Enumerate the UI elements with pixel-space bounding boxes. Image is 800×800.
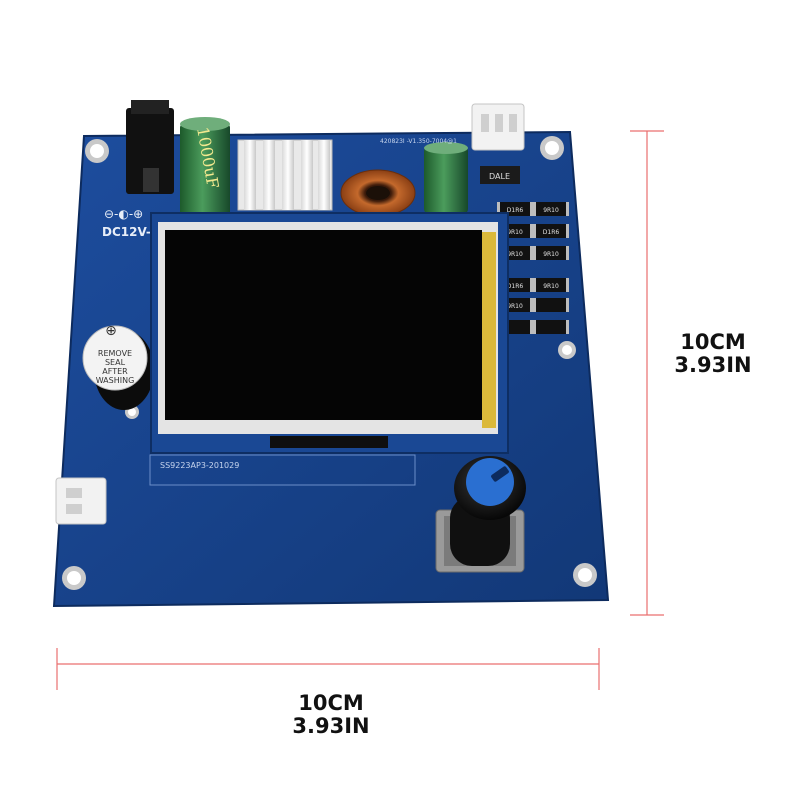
buzzer-sticker-line-4: WASHING: [96, 376, 135, 385]
inductor-label: DALE: [489, 172, 510, 181]
height-dimension-line: [630, 130, 664, 616]
dc-power-jack: [126, 100, 174, 194]
height-imperial: 3.93IN: [674, 353, 752, 377]
smd-resistor: [536, 278, 566, 292]
power-inductor: DALE: [480, 166, 520, 184]
smd-resistor: [536, 320, 566, 334]
height-dimension-label: 10CM 3.93IN: [658, 331, 768, 377]
rotary-encoder: [435, 456, 526, 573]
smd-resistor: [536, 298, 566, 312]
smd-resistor-label: 9R10: [543, 251, 559, 258]
width-dimension-label: 10CM 3.93IN: [276, 692, 386, 738]
width-dimension-line: [56, 648, 600, 690]
top-connector: [471, 103, 525, 151]
pcb-silkscreen-outline: [149, 454, 416, 486]
smd-resistor: [536, 246, 566, 260]
width-metric: 10CM: [298, 691, 364, 715]
knob-cap: [466, 458, 514, 506]
buzzer-sticker-line-2: SEAL: [105, 358, 126, 367]
buzzer-sticker-line-1: REMOVE: [98, 349, 132, 358]
smd-resistor: [536, 202, 566, 216]
smd-resistor-label: 9R10: [507, 229, 523, 236]
buzzer-sticker-line-3: AFTER: [102, 367, 128, 376]
toroid-inductor: [340, 169, 416, 217]
smd-resistor-label: D1R6: [507, 283, 524, 290]
width-imperial: 3.93IN: [292, 714, 370, 738]
height-metric: 10CM: [680, 330, 746, 354]
smd-resistor-label: D1R6: [507, 207, 524, 214]
small-capacitor: [424, 142, 468, 214]
lcd-module: [150, 212, 509, 454]
smd-resistor-label: D1R6: [543, 229, 560, 236]
side-connector: [55, 477, 107, 525]
heat-sink: [237, 139, 333, 211]
smd-resistor-label: 9R10: [507, 251, 523, 258]
electrolytic-capacitor: 1000uF: [180, 117, 230, 220]
lcd-screen: [165, 230, 482, 420]
smd-resistor: [536, 224, 566, 238]
lcd-part-code: SS9223AP3-201029: [160, 461, 239, 470]
top-part-code: 420823I -V1.350-7004@1: [380, 138, 457, 145]
dc-polarity-label: ⊖-◐-⊕: [104, 207, 143, 221]
smd-resistor-label: 9R10: [543, 283, 559, 290]
svg-text:⊕: ⊕: [105, 323, 117, 339]
smd-resistor-label: 9R10: [543, 207, 559, 214]
buzzer: ⊕ REMOVE SEAL AFTER WASHING: [82, 323, 154, 410]
mounting-holes: [62, 136, 597, 590]
smd-resistor-label: 9R10: [507, 303, 523, 310]
